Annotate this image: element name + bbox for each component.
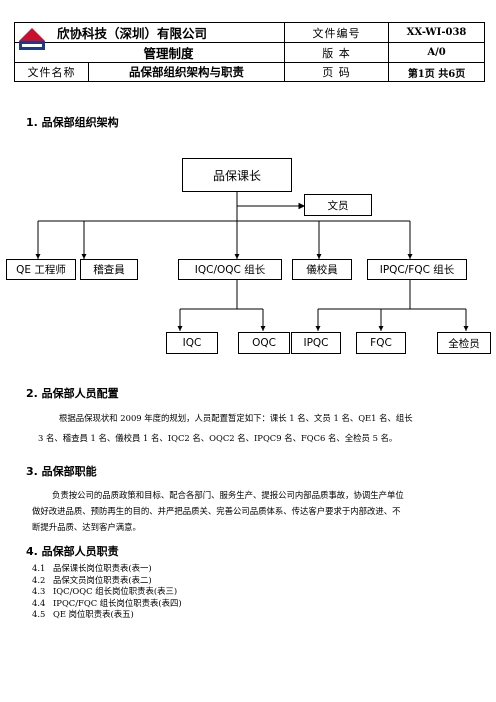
org-box-iqc-oqc-lead: IQC/OQC 组长 — [178, 259, 282, 280]
section-4-heading: 4. 品保部人员职责 — [26, 545, 119, 558]
system-title: 管理制度 — [13, 42, 286, 63]
org-box-qe-engineer: QE 工程师 — [6, 259, 76, 280]
staffing-line-2: 3 名、稽查員 1 名、儀校員 1 名、IQC2 名、OQC2 名、IPQC9 … — [38, 433, 398, 443]
org-box-fqc: FQC — [356, 332, 406, 354]
section-2-heading: 2. 品保部人员配置 — [26, 387, 119, 400]
org-box-calibrator: 儀校員 — [292, 259, 352, 280]
doc-no-label: 文件编号 — [284, 22, 390, 43]
version-label: 版 本 — [284, 42, 390, 63]
org-box-iqc: IQC — [166, 332, 218, 354]
functions-line-3: 断提升品质、达到客户满意。 — [32, 522, 141, 532]
functions-line-1: 负责按公司的品质政策和目标、配合各部门、服务生产、提报公司内部品质事故，协调生产… — [52, 490, 404, 500]
document-header-table: 欣协科技（深圳）有限公司 文件编号 XX-WI-038 管理制度 版 本 A/0… — [13, 22, 486, 82]
version-value: A/0 — [388, 42, 486, 63]
functions-line-2: 做好改进品质、预防再生的目的、并严把品质关、完善公司品质体系、传达客户要求于内部… — [32, 506, 401, 516]
doc-no-value: XX-WI-038 — [388, 22, 486, 43]
org-box-clerk: 文员 — [304, 194, 372, 216]
org-box-ipqc-fqc-lead: IPQC/FQC 组长 — [367, 259, 467, 280]
org-box-oqc: OQC — [238, 332, 290, 354]
company-name-cell: 欣协科技（深圳）有限公司 — [13, 22, 286, 50]
doc-name-label: 文件名称 — [14, 62, 89, 82]
org-box-section-chief: 品保课长 — [182, 158, 292, 192]
org-box-inspector: 稽查員 — [80, 259, 138, 280]
org-box-ipqc: IPQC — [291, 332, 341, 354]
org-box-full-inspector: 全检员 — [437, 332, 491, 354]
page-value: 第1页 共6页 — [388, 62, 486, 82]
doc-name-value: 品保部组织架构与职责 — [87, 62, 286, 82]
company-logo-icon — [19, 28, 45, 50]
section-3-heading: 3. 品保部职能 — [26, 465, 97, 478]
section-1-heading: 1. 品保部组织架构 — [26, 116, 119, 129]
company-name: 欣协科技（深圳）有限公司 — [57, 26, 208, 41]
page-label: 页 码 — [284, 62, 390, 82]
staffing-line-1: 根据品保现状和 2009 年度的规划，人员配置暂定如下：课长 1 名、文员 1 … — [59, 413, 413, 423]
